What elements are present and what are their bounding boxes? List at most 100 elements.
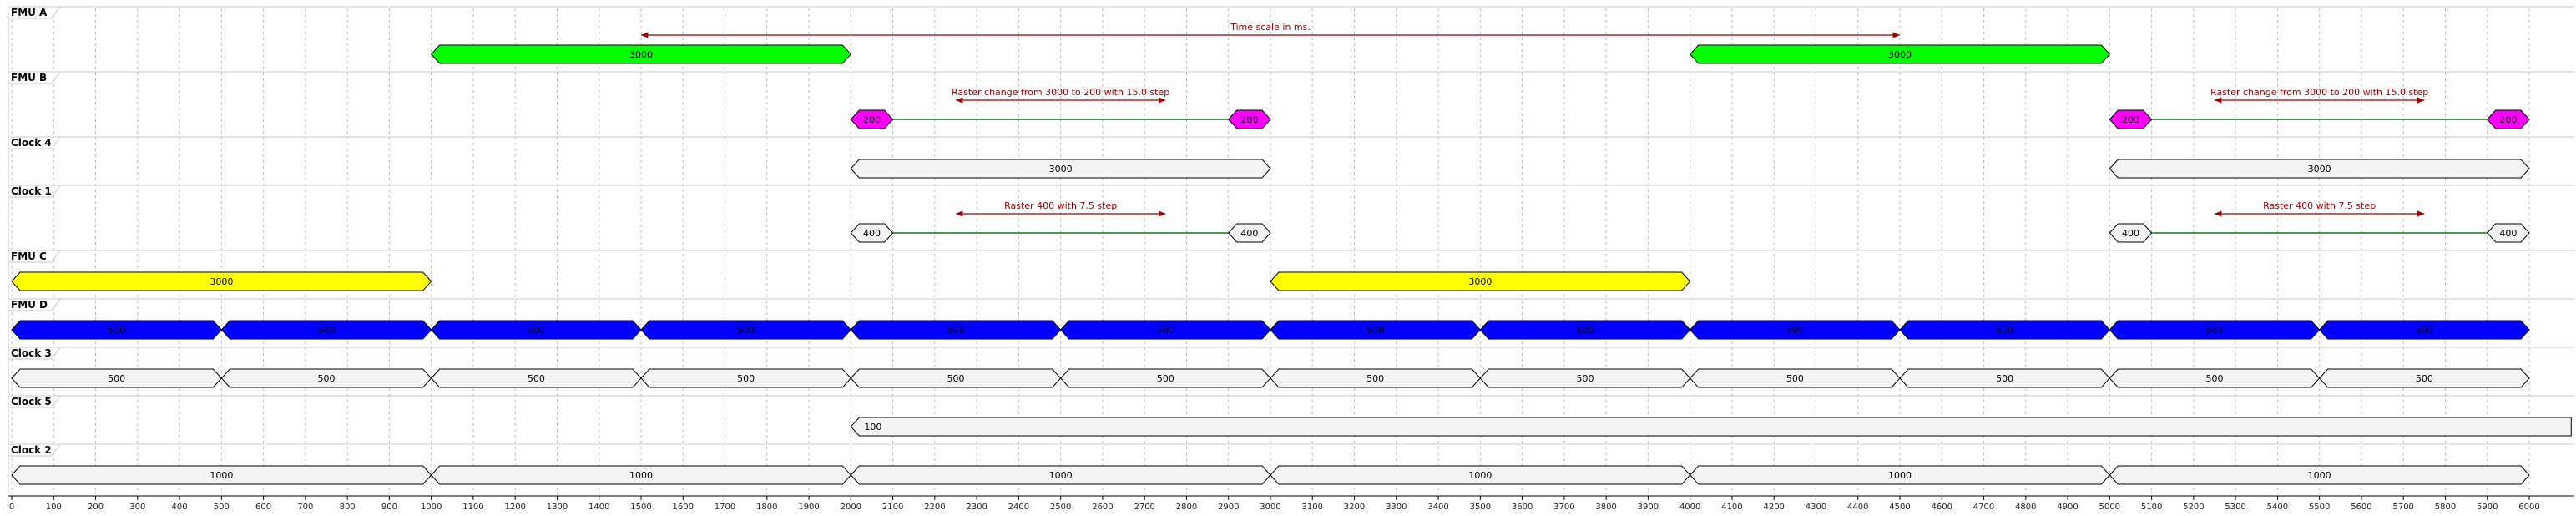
annotation-text: Raster change from 3000 to 200 with 15.0… (952, 87, 1169, 98)
axis-tick-label: 3100 (1302, 503, 1323, 512)
axis-tick-label: 2100 (882, 503, 903, 512)
axis-tick-label: 1500 (630, 503, 651, 512)
segment-label: 500 (1996, 325, 2013, 336)
segment-label: 500 (2206, 373, 2224, 384)
axis-tick-label: 4400 (1847, 503, 1868, 512)
segment-label: 1000 (1468, 470, 1492, 481)
segment-label: 200 (1240, 114, 1258, 125)
segment-label: 500 (1157, 325, 1174, 336)
axis-tick-label: 0 (9, 503, 14, 512)
axis-tick-label: 5200 (2183, 503, 2204, 512)
lane-label: FMU C (11, 250, 47, 262)
segment-label: 500 (1577, 325, 1594, 336)
axis-tick-label: 300 (129, 503, 145, 512)
segment (2318, 368, 2530, 388)
segment (2109, 109, 2153, 129)
axis-tick-label: 800 (340, 503, 356, 512)
axis-tick-label: 200 (88, 503, 104, 512)
axis-tick-label: 600 (255, 503, 271, 512)
segment (1689, 44, 2111, 64)
lane-label: Clock 5 (11, 396, 52, 407)
axis-tick-label: 1800 (756, 503, 777, 512)
segment (2109, 465, 2530, 485)
axis-tick-label: 3800 (1595, 503, 1616, 512)
segment-label: 1000 (2308, 470, 2331, 481)
segment-label: 400 (2499, 228, 2517, 239)
lane-label-tab (8, 136, 61, 149)
axis-tick-label: 5700 (2392, 503, 2413, 512)
axis-tick-label: 3400 (1427, 503, 1448, 512)
axis-tick-label: 1100 (462, 503, 483, 512)
segment (2318, 320, 2530, 340)
annotation-text: Time scale in ms. (1230, 22, 1311, 33)
lane-label: FMU B (11, 72, 47, 83)
segment-label: 500 (1786, 373, 1804, 384)
segment (1228, 109, 1271, 129)
axis-tick-label: 2200 (924, 503, 945, 512)
segment-label: 500 (108, 325, 125, 336)
segment-label: 400 (863, 228, 881, 239)
axis-tick-label: 4800 (2015, 503, 2036, 512)
segment (2109, 159, 2530, 179)
lane-label-tab (8, 185, 61, 198)
segment-label: 500 (737, 325, 755, 336)
axis-tick-label: 2400 (1008, 503, 1029, 512)
segment-label: 500 (318, 373, 336, 384)
lane-label: FMU A (11, 7, 48, 18)
lane-label: Clock 4 (11, 137, 52, 149)
segment-label: 1000 (1888, 470, 1912, 481)
axis-tick-label: 5300 (2225, 503, 2245, 512)
axis-tick-label: 5800 (2435, 503, 2456, 512)
lane-label: FMU D (11, 299, 48, 311)
axis-tick-label: 1300 (547, 503, 568, 512)
segment-label: 200 (2499, 114, 2517, 125)
segment (850, 417, 2572, 437)
segment-label: 1000 (210, 470, 233, 481)
axis-tick-label: 3000 (1260, 503, 1280, 512)
lane-label-tab (8, 443, 61, 457)
segment-label: 500 (737, 373, 755, 384)
segment-label: 400 (1240, 228, 1258, 239)
annotation-text: Raster 400 with 7.5 step (1004, 200, 1117, 211)
segment-label: 400 (2122, 228, 2139, 239)
segment-label: 500 (1366, 325, 1384, 336)
segment (850, 223, 894, 243)
axis-tick-label: 5600 (2351, 503, 2371, 512)
axis-tick-label: 3900 (1638, 503, 1659, 512)
segment (2109, 223, 2153, 243)
lane-label-tab (8, 250, 61, 263)
grid-layer (11, 8, 2530, 494)
segment (850, 159, 1271, 179)
segment-label: 500 (1157, 373, 1174, 384)
lanes-layer: FMU A 3000 3000 Time scale in ms. FMU B 200 20… (8, 6, 2574, 493)
segment-label: 500 (1366, 373, 1384, 384)
axis-tick-label: 2600 (1092, 503, 1113, 512)
axis-tick-label: 3200 (1344, 503, 1365, 512)
segment-label: 3000 (1888, 49, 1912, 60)
axis-tick-label: 700 (297, 503, 313, 512)
segment-label: 1000 (629, 470, 653, 481)
segment-label: 3000 (2308, 164, 2331, 175)
axis-tick-label: 2700 (1134, 503, 1154, 512)
axis-tick-label: 2000 (841, 503, 861, 512)
axis-tick-label: 3500 (1470, 503, 1491, 512)
axis-tick-label: 5100 (2141, 503, 2162, 512)
axis-tick-label: 2500 (1050, 503, 1071, 512)
axis-tick-label: 4300 (1806, 503, 1826, 512)
segment-label: 1000 (1049, 470, 1073, 481)
axis-tick-label: 3700 (1553, 503, 1574, 512)
annotation-text: Raster change from 3000 to 200 with 15.0… (2210, 87, 2428, 98)
axis-tick-label: 4100 (1721, 503, 1742, 512)
segment-label: 200 (863, 114, 881, 125)
axis-tick-label: 6000 (2518, 503, 2539, 512)
axis-tick-label: 2800 (1176, 503, 1197, 512)
segment-label: 500 (2206, 325, 2224, 336)
segment-label: 500 (108, 373, 125, 384)
axis-tick-label: 4500 (1889, 503, 1910, 512)
